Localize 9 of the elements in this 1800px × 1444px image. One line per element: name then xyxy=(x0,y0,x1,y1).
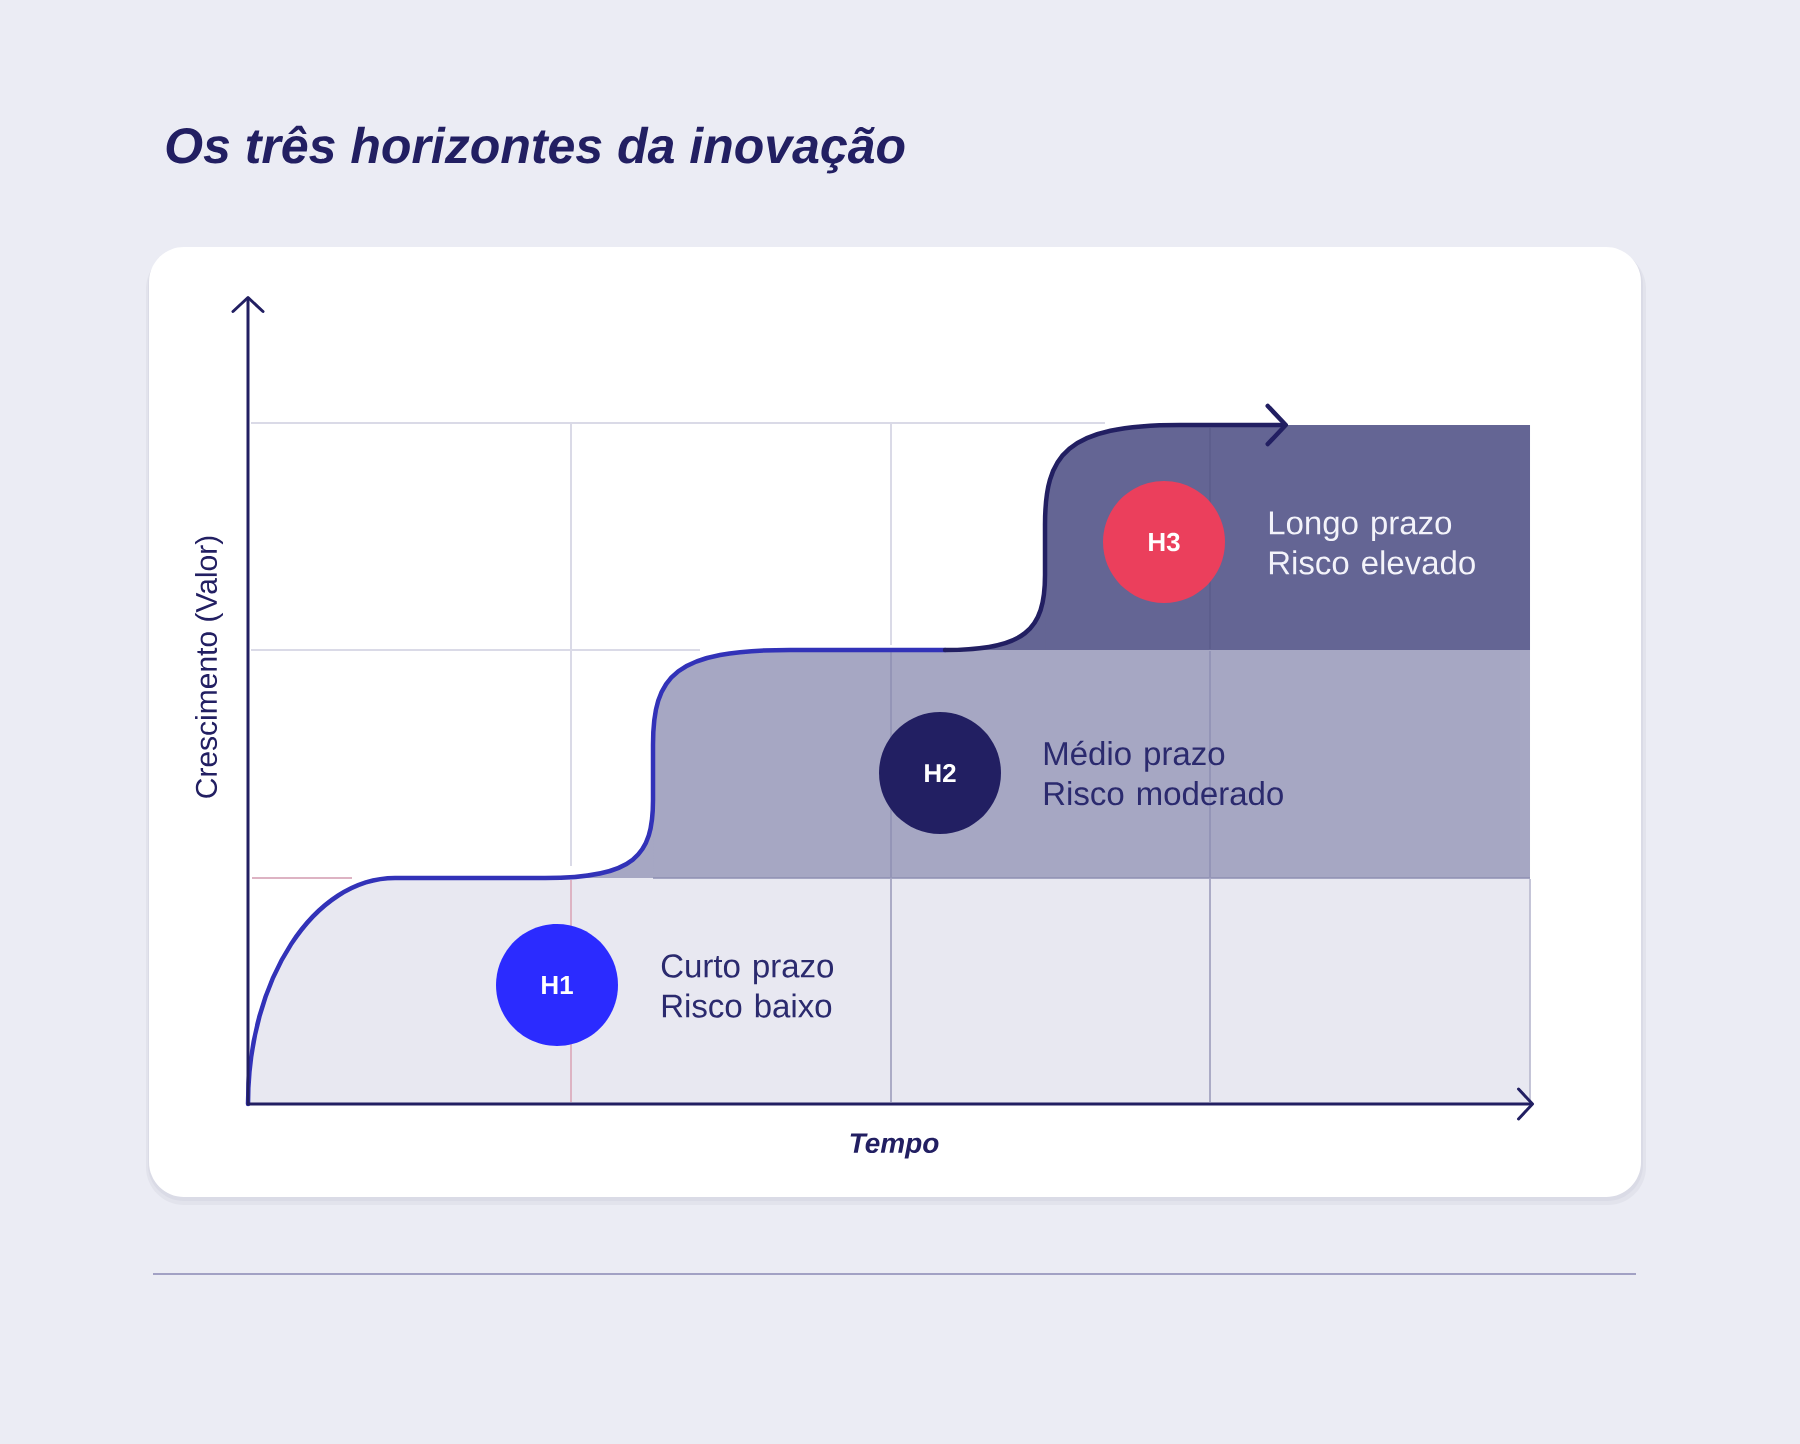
caption-text: Curto prazo Risco baixo xyxy=(661,954,834,1018)
circle-badge: H2 xyxy=(879,712,1001,834)
circle-badge: H3 xyxy=(1103,481,1225,603)
circle-badge: H1 xyxy=(496,924,618,1046)
caption-text: Médio prazo Risco moderado xyxy=(1044,740,1283,806)
axis-title: Crescimento (Valor) xyxy=(195,536,223,798)
caption-text: Longo prazo Risco elevado xyxy=(1269,511,1475,575)
title: Os três horizontes da inovação xyxy=(166,125,905,174)
axis-title: Tempo xyxy=(850,1133,939,1159)
